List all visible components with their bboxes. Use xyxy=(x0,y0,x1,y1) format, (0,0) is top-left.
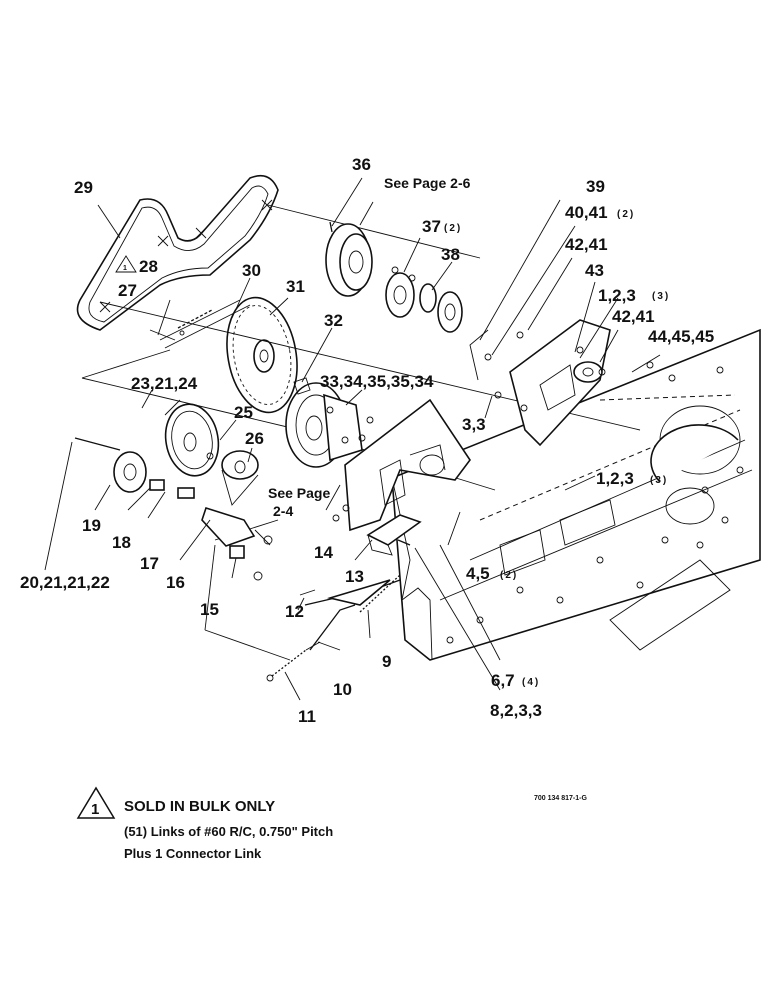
tensioner-pulley xyxy=(74,437,195,499)
note-line-1: (51) Links of #60 R/C, 0.750" Pitch xyxy=(124,824,333,839)
note-symbol: 1 xyxy=(91,801,99,818)
callout-40-41: 40,41 xyxy=(565,203,608,222)
idler-bracket xyxy=(469,319,611,447)
tensioner-arm xyxy=(201,450,273,581)
callout-25: 25 xyxy=(234,403,253,422)
callout-27: 27 xyxy=(118,281,137,300)
callout-1-2-3-b: 1,2,3 xyxy=(596,469,634,488)
bulk-note-marker: 1 xyxy=(115,255,137,273)
callout-4-5-qty: (2) xyxy=(500,570,518,581)
callout-16: 16 xyxy=(166,573,185,592)
callout-32: 32 xyxy=(324,311,343,330)
svg-text:1: 1 xyxy=(123,265,127,272)
drive-chain xyxy=(149,299,251,349)
callout-3-3: 3,3 xyxy=(462,415,486,434)
callout-20-21-21-22: 20,21,21,22 xyxy=(20,573,110,592)
callout-18: 18 xyxy=(112,533,131,552)
callout-44-45-45: 44,45,45 xyxy=(648,327,714,346)
tension-spring xyxy=(266,574,401,682)
callout-31: 31 xyxy=(286,277,305,296)
note-title: SOLD IN BULK ONLY xyxy=(124,798,275,815)
callout-17: 17 xyxy=(140,554,159,573)
callout-36: 36 xyxy=(352,155,371,174)
callout-19: 19 xyxy=(82,516,101,535)
sprocket xyxy=(226,296,298,414)
frame-weldment xyxy=(391,328,761,661)
gearbox xyxy=(285,377,374,468)
figure-id: 700 134 817-1-G xyxy=(534,795,587,802)
callout-1-2-3-a-qty: (3) xyxy=(652,291,670,302)
callout-13: 13 xyxy=(345,567,364,586)
callout-6-7: 6,7 xyxy=(491,671,515,690)
callout-37: 37 xyxy=(422,217,441,236)
callout-28: 28 xyxy=(139,257,158,276)
mounting-plate xyxy=(332,398,471,556)
callout-11: 11 xyxy=(298,707,316,726)
callout-1-2-3-a: 1,2,3 xyxy=(598,286,636,305)
callout-14: 14 xyxy=(314,543,333,562)
callout-10: 10 xyxy=(333,680,352,699)
callout-15: 15 xyxy=(200,600,219,619)
callout-42-41-a: 42,41 xyxy=(565,235,608,254)
warning-triangle-icon xyxy=(76,786,116,819)
see-page-2-4: See Page xyxy=(268,485,330,501)
callout-33-34-35-35-34: 33,34,35,35,34 xyxy=(320,372,434,391)
callout-26: 26 xyxy=(245,429,264,448)
callout-6-7-qty: (4) xyxy=(522,677,540,688)
callout-23-21-24: 23,21,24 xyxy=(131,374,198,393)
bulk-note: 1 SOLD IN BULK ONLY (51) Links of #60 R/… xyxy=(76,786,333,861)
idler-pulley xyxy=(164,403,220,477)
callout-40-41-qty: (2) xyxy=(617,209,635,220)
callout-29: 29 xyxy=(74,178,93,197)
callout-9: 9 xyxy=(382,652,391,671)
callout-12: 12 xyxy=(285,602,304,621)
sheave-pulley xyxy=(325,221,373,297)
callout-1-2-3-b-qty: (3) xyxy=(650,475,668,486)
callout-8-2-3-3: 8,2,3,3 xyxy=(490,701,542,720)
callout-30: 30 xyxy=(242,261,261,280)
note-line-2: Plus 1 Connector Link xyxy=(124,846,262,861)
see-page-2-4-page: 2-4 xyxy=(273,503,293,519)
callout-43: 43 xyxy=(585,261,604,280)
bearing-assembly xyxy=(385,266,463,333)
callout-38: 38 xyxy=(441,245,460,264)
leader-lines xyxy=(44,177,661,701)
callout-4-5: 4,5 xyxy=(466,564,490,583)
callout-39: 39 xyxy=(586,177,605,196)
callout-labels: 36 29 See Page 2-6 39 40,41 (2) 37 (2) 4… xyxy=(20,155,714,726)
callout-42-41-b: 42,41 xyxy=(612,307,655,326)
callout-37-qty: (2) xyxy=(444,223,462,234)
see-page-2-6: See Page 2-6 xyxy=(384,175,471,191)
